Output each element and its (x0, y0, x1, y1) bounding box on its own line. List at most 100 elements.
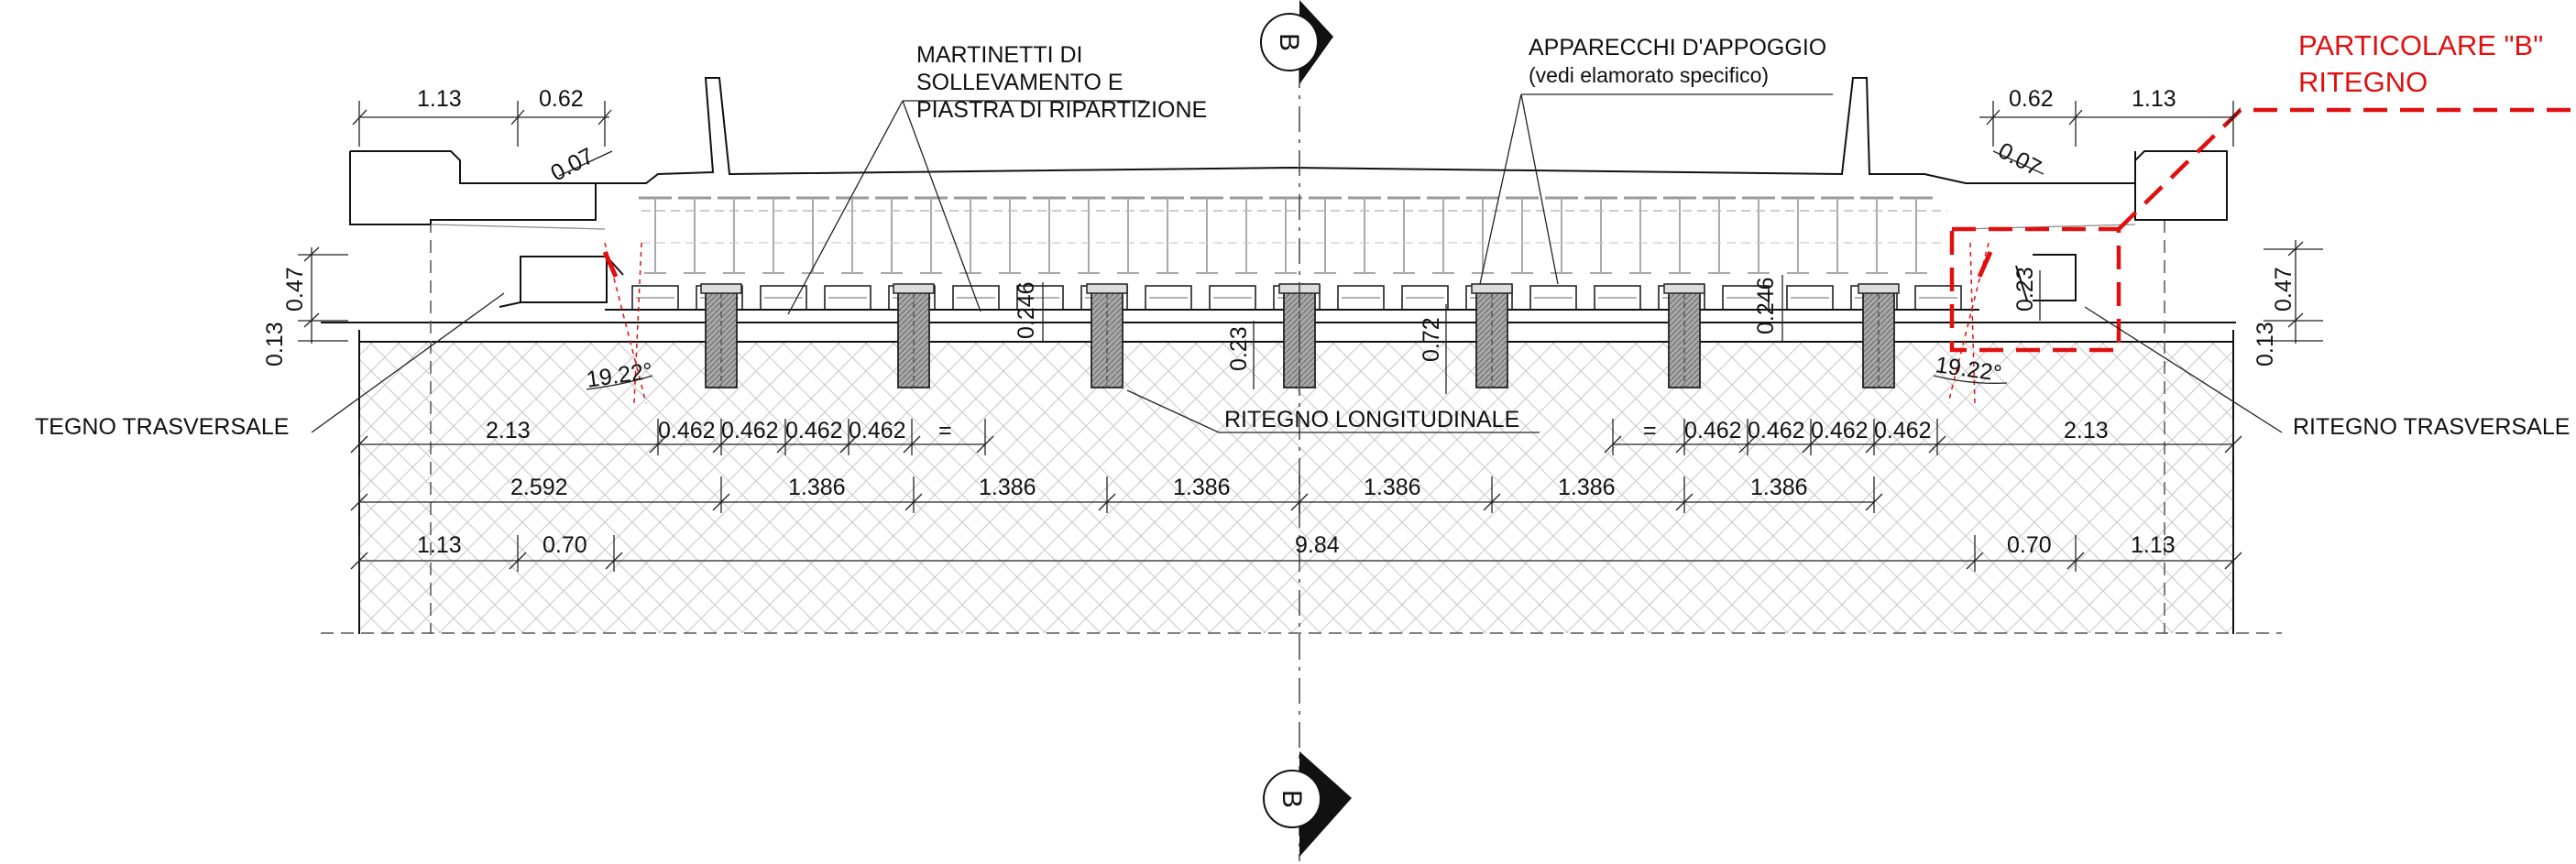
dimension-slash-tick (903, 435, 921, 454)
end-block-left (499, 256, 624, 308)
dimension-slash-tick (1098, 493, 1116, 511)
dim-pedestal-left: 0.246 (1014, 281, 1039, 339)
row3-3: 0.70 (2007, 532, 2052, 558)
row3-1: 0.70 (543, 532, 587, 558)
row2-4: 1.386 (1364, 475, 1421, 500)
jack-plate (893, 283, 935, 294)
dimension-slash-tick (2224, 435, 2242, 454)
detail-title-line2: RITEGNO (2298, 66, 2428, 98)
dim-stopper-h: 0.23 (1226, 326, 1252, 371)
detail-b-box (1949, 226, 2121, 353)
dimension-slash-tick (1483, 493, 1501, 511)
note-bearings-line2: (vedi elamorato specifico) (1529, 63, 1769, 87)
dimension-slash-tick (839, 435, 858, 454)
leader-bearings (1479, 93, 1833, 285)
leader-jacks (787, 100, 1145, 315)
dim-top-right-slope: 0.07 (1994, 137, 2045, 181)
end-block-right (2015, 254, 2077, 301)
leader-longitudinal (1126, 389, 1540, 433)
dimension-slash-tick (776, 435, 795, 454)
section-marker-top-label: B (1274, 33, 1304, 51)
row1-left-0: 2.13 (486, 418, 531, 443)
dim-pedestal-right: 0.246 (1753, 277, 1779, 334)
right-vert-dims (2264, 240, 2323, 344)
row1-left-5: = (938, 418, 952, 443)
dimension-slash-tick (350, 552, 368, 570)
dimension-slash-tick (1802, 435, 1820, 454)
row1-left-3: 0.462 (785, 418, 843, 443)
dim-right-vert-b: 0.47 (2271, 267, 2296, 312)
section-marker-bottom: B (1263, 751, 1352, 857)
row2-1: 1.386 (788, 475, 846, 500)
dimension-chain-lines (359, 443, 2233, 562)
dimension-slash-tick (1738, 435, 1757, 454)
jack-plate (1086, 283, 1128, 294)
row2-3: 1.386 (1173, 475, 1231, 500)
section-marker-top: B (1260, 0, 1333, 84)
red-mark-right (1977, 250, 1993, 279)
row3-4: 1.13 (2131, 532, 2176, 558)
deck-outline (349, 77, 2228, 225)
dimension-slash-tick (2066, 552, 2085, 570)
dimension-slash-tick (1290, 493, 1309, 511)
dimension-slash-tick (976, 435, 994, 454)
row1-right-0: = (1643, 418, 1657, 443)
row3-0: 1.13 (417, 532, 462, 558)
row2-0: 2.592 (510, 475, 568, 500)
dimension-slash-tick (1675, 435, 1694, 454)
dimension-slash-tick (712, 435, 730, 454)
dim-detail-h: 0.23 (2012, 267, 2038, 312)
left-vert-dims (298, 246, 348, 344)
dimension-slash-tick (509, 552, 527, 570)
dimension-slash-tick (2224, 552, 2242, 570)
row1-right-3: 0.462 (1811, 418, 1869, 443)
row1-left-2: 0.462 (721, 418, 779, 443)
dimension-slash-tick (1675, 493, 1694, 511)
row3-2: 9.84 (1295, 532, 1340, 558)
note-jacks-line1: MARTINETTI DI (916, 42, 1082, 68)
dim-top-right-a: 0.62 (2009, 86, 2054, 112)
note-jacks-line3: PIASTRA DI RIPARTIZIONE (916, 97, 1207, 123)
row1-left-4: 0.462 (849, 418, 906, 443)
row2-5: 1.386 (1558, 475, 1616, 500)
note-bearings-line1: APPARECCHI D'APPOGGIO (1529, 35, 1826, 60)
dimension-slash-tick (350, 493, 368, 511)
row2-2: 1.386 (979, 475, 1036, 500)
dim-right-vert-a: 0.13 (2253, 322, 2278, 366)
note-transverse-right: RITEGNO TRASVERSALE (2293, 414, 2570, 440)
row2-6: 1.386 (1750, 475, 1808, 500)
dim-top-left-a: 1.13 (417, 86, 462, 112)
detail-b-leader (2117, 107, 2576, 231)
angle-left-arc (586, 375, 653, 390)
girders-grey-pattern (639, 196, 1947, 274)
dim-left-vert-a: 0.13 (262, 322, 288, 366)
jack-plate (700, 283, 742, 294)
dimension-slash-tick (350, 435, 368, 454)
leader-transverse-left (311, 292, 505, 433)
red-mark-left (602, 250, 619, 279)
leader-transverse-right (2084, 306, 2283, 433)
section-marker-bottom-label: B (1277, 790, 1307, 808)
dimension-slash-tick (1928, 435, 1946, 454)
dimension-slash-tick (1966, 552, 1984, 570)
dimension-slash-tick (1604, 435, 1622, 454)
row1-left-1: 0.462 (658, 418, 716, 443)
dimension-ticks (350, 419, 2242, 572)
note-longitudinal: RITEGNO LONGITUDINALE (1224, 407, 1519, 432)
deck-soffit (430, 224, 2136, 230)
dim-top-left-slope: 0.07 (546, 143, 597, 187)
row1-right-1: 0.462 (1684, 418, 1742, 443)
row1-right-2: 0.462 (1748, 418, 1805, 443)
dimension-slash-tick (1865, 435, 1883, 454)
note-jacks-line2: SOLLEVAMENTO E (916, 70, 1124, 95)
dim-stopper-total: 0.72 (1419, 317, 1444, 362)
detail-title-line1: PARTICOLARE "B" (2298, 29, 2543, 61)
row1-right-4: 0.462 (1874, 418, 1932, 443)
dimension-slash-tick (1865, 493, 1883, 511)
row1-right-5: 2.13 (2064, 418, 2109, 443)
jack-plate (1663, 283, 1705, 294)
dimension-slash-tick (649, 435, 667, 454)
dim-left-vert-b: 0.47 (282, 267, 308, 312)
top-dims-right (1979, 101, 2241, 175)
